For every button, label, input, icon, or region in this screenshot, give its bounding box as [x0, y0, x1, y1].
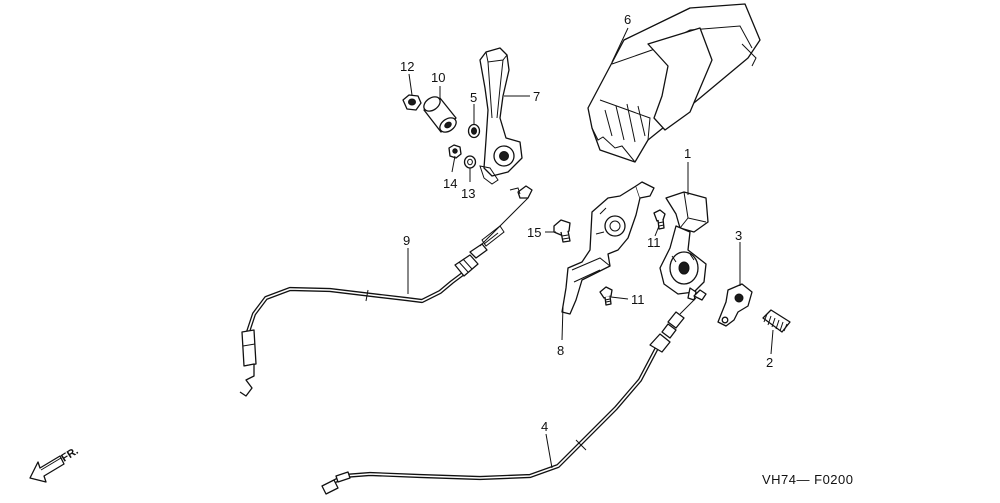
part-11-screw-lower — [599, 286, 613, 306]
callout-part-6: 6 — [624, 12, 631, 27]
part-15-bolt — [553, 219, 571, 243]
drawing-code: VH74— F0200 — [762, 472, 854, 487]
callout-part-13: 13 — [461, 186, 475, 201]
part-callouts: 1 2 3 4 5 6 7 8 9 10 11 11 12 13 14 15 — [400, 12, 773, 434]
callout-part-11-upper: 11 — [647, 235, 661, 250]
part-13-washer — [463, 155, 477, 169]
part-1-choke-lever — [659, 191, 709, 301]
part-6-lever-cover — [587, 3, 761, 163]
part-8-bracket — [561, 181, 655, 315]
callout-part-10: 10 — [431, 70, 445, 85]
callout-part-2: 2 — [766, 355, 773, 370]
front-arrow-icon — [29, 455, 65, 483]
part-4-choke-cable — [321, 289, 707, 495]
part-2-spring — [762, 309, 791, 333]
callout-part-3: 3 — [735, 228, 742, 243]
part-14-clip — [448, 144, 462, 159]
callout-part-15: 15 — [527, 225, 541, 240]
callout-part-8: 8 — [557, 343, 564, 358]
callout-part-1: 1 — [684, 146, 691, 161]
callout-part-14: 14 — [443, 176, 457, 191]
callout-part-7: 7 — [533, 89, 540, 104]
leader-lines — [407, 27, 774, 469]
callout-part-9: 9 — [403, 233, 410, 248]
callout-part-12: 12 — [400, 59, 414, 74]
callout-part-5: 5 — [470, 90, 477, 105]
part-10-collar — [423, 96, 457, 133]
part-9-throttle-cable — [239, 185, 533, 397]
part-3-pivot-plate — [717, 283, 753, 327]
part-5-washer — [467, 123, 481, 139]
callout-part-11-lower: 11 — [631, 292, 645, 307]
part-7-throttle-lever — [479, 47, 523, 185]
callout-part-4: 4 — [541, 419, 548, 434]
part-11-screw-upper — [653, 209, 666, 230]
front-direction-arrow: FR. — [29, 445, 81, 483]
part-12-nut — [402, 94, 422, 111]
